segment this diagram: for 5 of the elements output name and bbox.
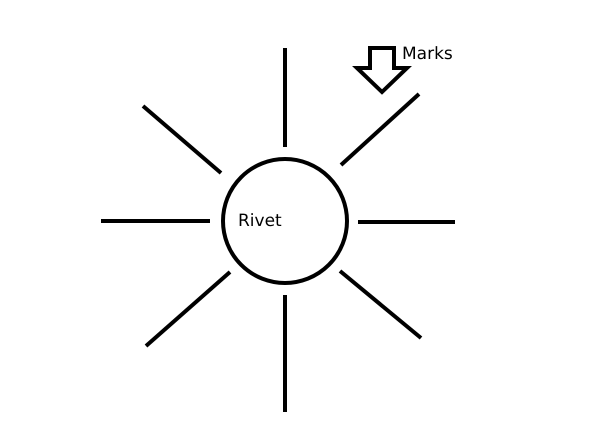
part-label: Rivet bbox=[238, 211, 282, 231]
mark-line bbox=[339, 92, 421, 167]
rivet-circle bbox=[221, 157, 349, 285]
block-arrow bbox=[352, 46, 412, 95]
callout-text: Marks bbox=[402, 44, 453, 64]
